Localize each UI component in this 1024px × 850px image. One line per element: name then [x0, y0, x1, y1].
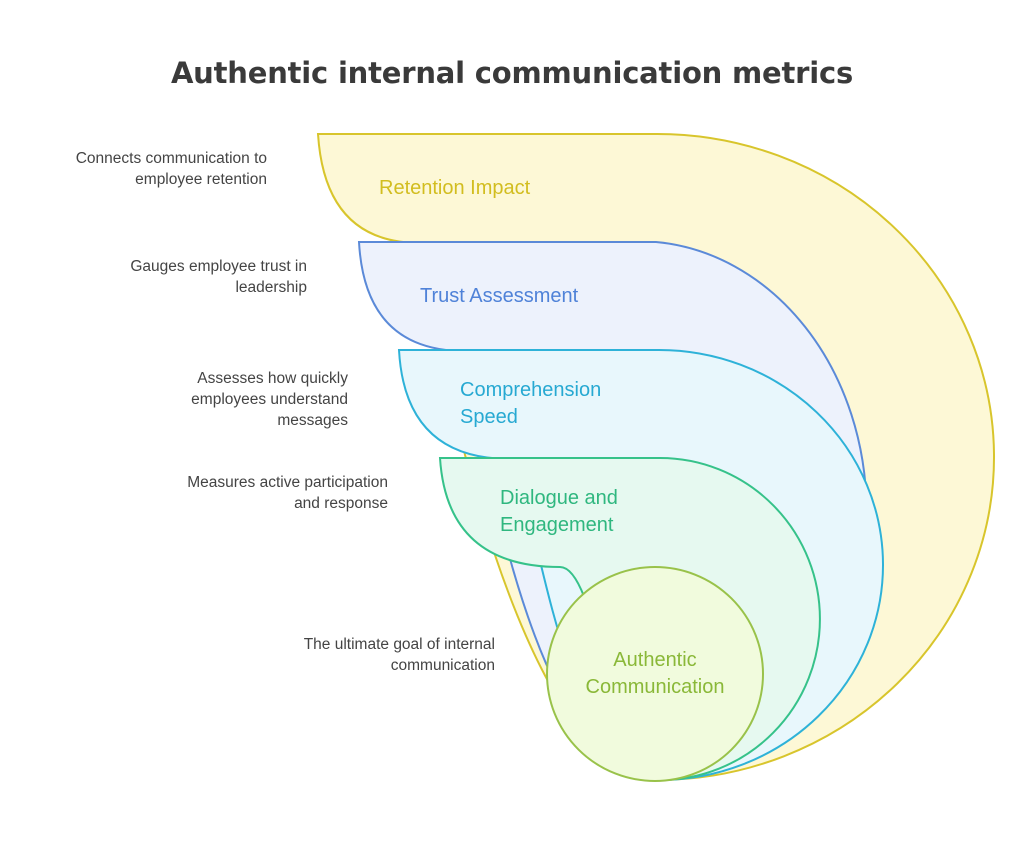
diagram-title: Authentic internal communication metrics — [170, 56, 854, 90]
trust-assessment-label: Trust Assessment — [420, 285, 579, 307]
retention-description: Connects communication to employee reten… — [75, 150, 267, 188]
authentic-communication-circle — [546, 566, 764, 782]
authentic-communication-label: Authentic Communication — [585, 649, 725, 698]
trust-description: Gauges employee trust in leadership — [130, 258, 307, 296]
dialogue-description: Measures active participation and respon… — [187, 474, 388, 512]
retention-impact-label: Retention Impact — [379, 177, 531, 199]
dialogue-engagement-label: Dialogue and Engagement — [500, 487, 618, 536]
comprehension-speed-label: Comprehension Speed — [460, 379, 602, 428]
core-description: The ultimate goal of internal communicat… — [303, 636, 495, 674]
comprehension-description: Assesses how quickly employees understan… — [191, 370, 348, 429]
